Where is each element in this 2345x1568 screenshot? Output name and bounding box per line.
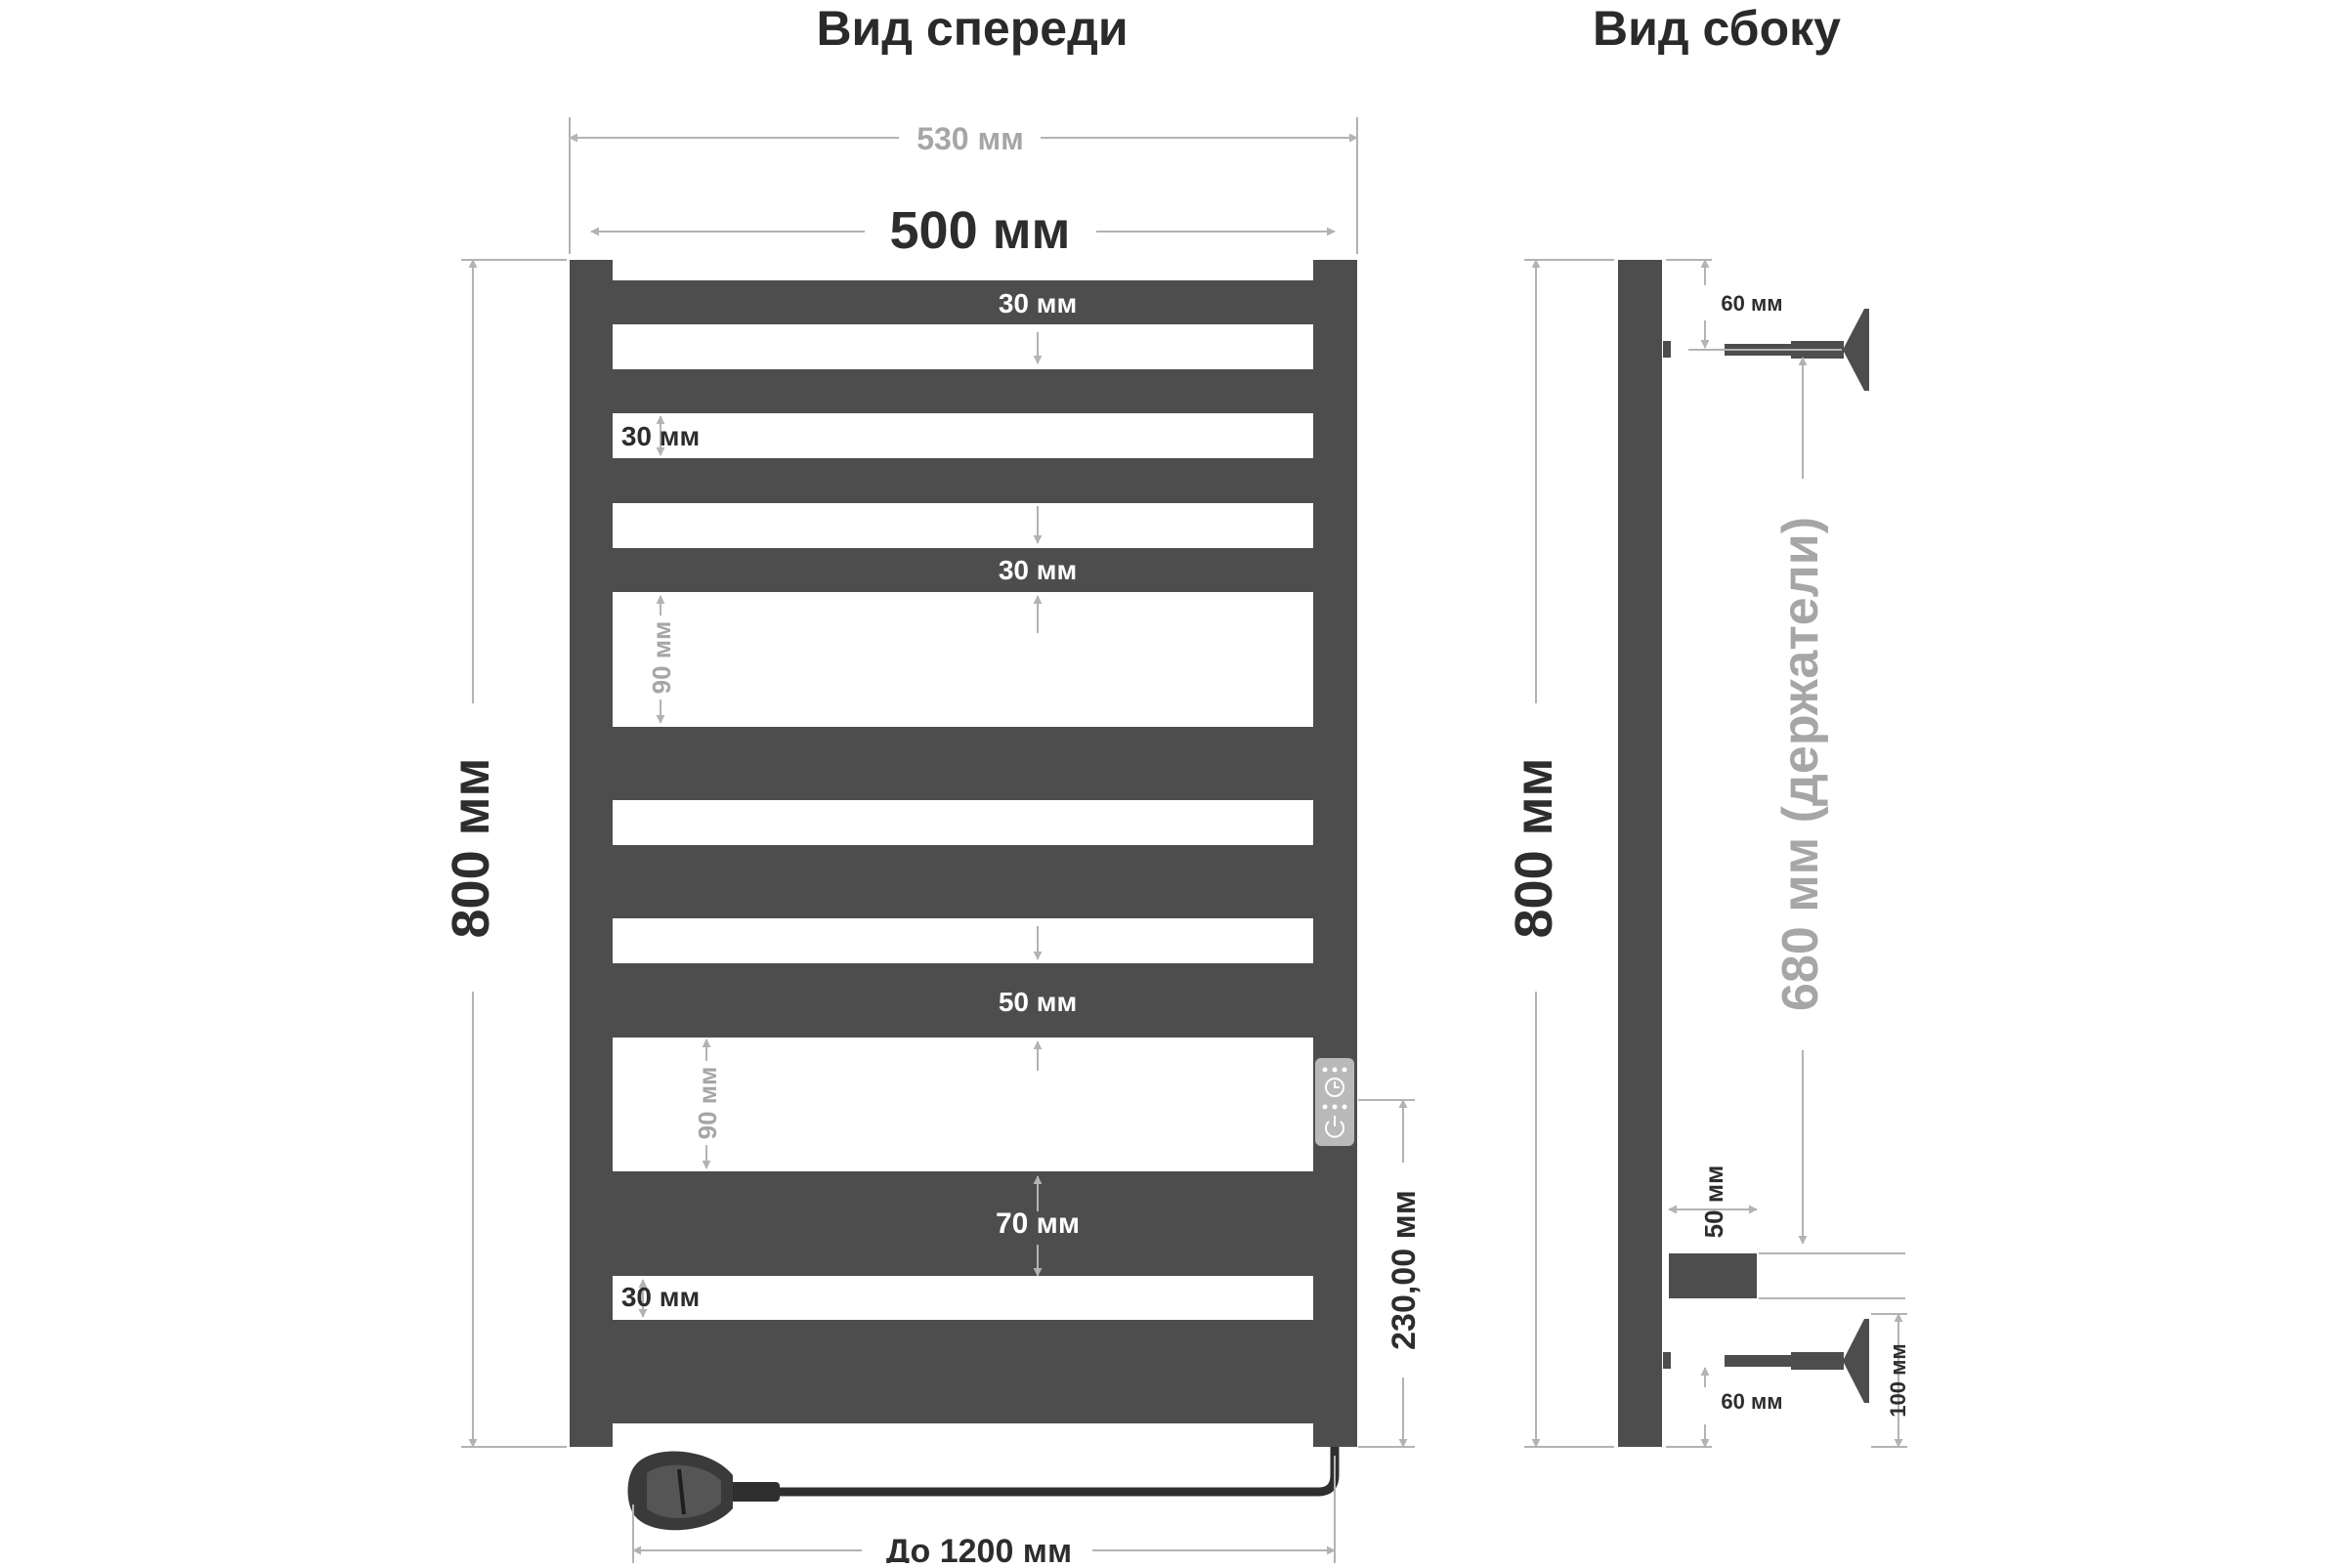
overall-width-label: 530 мм — [917, 121, 1024, 156]
bar-1 — [613, 280, 1313, 324]
gap-90-upper-label: 90 мм — [647, 621, 676, 695]
gap-upper-left-label: 30 мм — [621, 421, 700, 451]
front-view-heading: Вид спереди — [816, 1, 1129, 56]
bar-6 — [613, 845, 1313, 918]
gap-90-lower-label: 90 мм — [693, 1067, 722, 1140]
bottom-holder — [1663, 1319, 1869, 1403]
control-panel — [1315, 1058, 1354, 1146]
holders-distance-label: 680 мм (держатели) — [1772, 517, 1829, 1011]
front-height-label: 800 мм — [442, 758, 500, 939]
power-cable — [772, 1447, 1340, 1497]
bar-2 — [613, 369, 1313, 413]
menu-dots-icon — [1322, 1067, 1347, 1110]
bar-5 — [613, 727, 1313, 800]
fourth-bar-label: 30 мм — [999, 555, 1077, 585]
bar-width-label: 500 мм — [890, 201, 1071, 260]
control-height-label: 230,00 мм — [1386, 1190, 1423, 1350]
clock-icon — [1325, 1078, 1344, 1097]
side-rail — [1618, 260, 1662, 1447]
bar-9 — [613, 1320, 1313, 1423]
depth-label: 50 мм — [1699, 1165, 1728, 1239]
side-view-heading: Вид сбоку — [1593, 1, 1841, 56]
top-bar-label: 30 мм — [999, 288, 1077, 318]
bar-8 — [613, 1171, 1313, 1276]
left-rail — [570, 260, 613, 1447]
bar-3 — [613, 458, 1313, 503]
top-holder — [1663, 309, 1869, 391]
side-height-label: 800 мм — [1505, 758, 1563, 939]
side-view: 800 мм 60 мм 680 мм (держатели) — [1505, 259, 1910, 1448]
top-offset-label: 60 мм — [1721, 291, 1782, 316]
front-view: 530 мм 500 мм 800 мм 30 мм 30 мм 30 мм 9… — [442, 117, 1423, 1568]
wall-distance-label: 100 мм — [1886, 1343, 1910, 1417]
bar-4 — [613, 548, 1313, 592]
right-rail — [1313, 260, 1357, 1447]
power-icon — [1325, 1116, 1344, 1138]
big-bar-label: 70 мм — [996, 1208, 1080, 1240]
bottom-bar-profile — [1669, 1253, 1757, 1298]
cable-length-label: До 1200 мм — [886, 1533, 1072, 1563]
wide-bar-label: 50 мм — [999, 987, 1077, 1017]
gap-lower-left-label: 30 мм — [621, 1282, 700, 1312]
bottom-offset-label: 60 мм — [1721, 1389, 1782, 1414]
plug-icon — [627, 1451, 733, 1531]
bar-7 — [613, 963, 1313, 1038]
cable-sleeve — [723, 1482, 780, 1502]
